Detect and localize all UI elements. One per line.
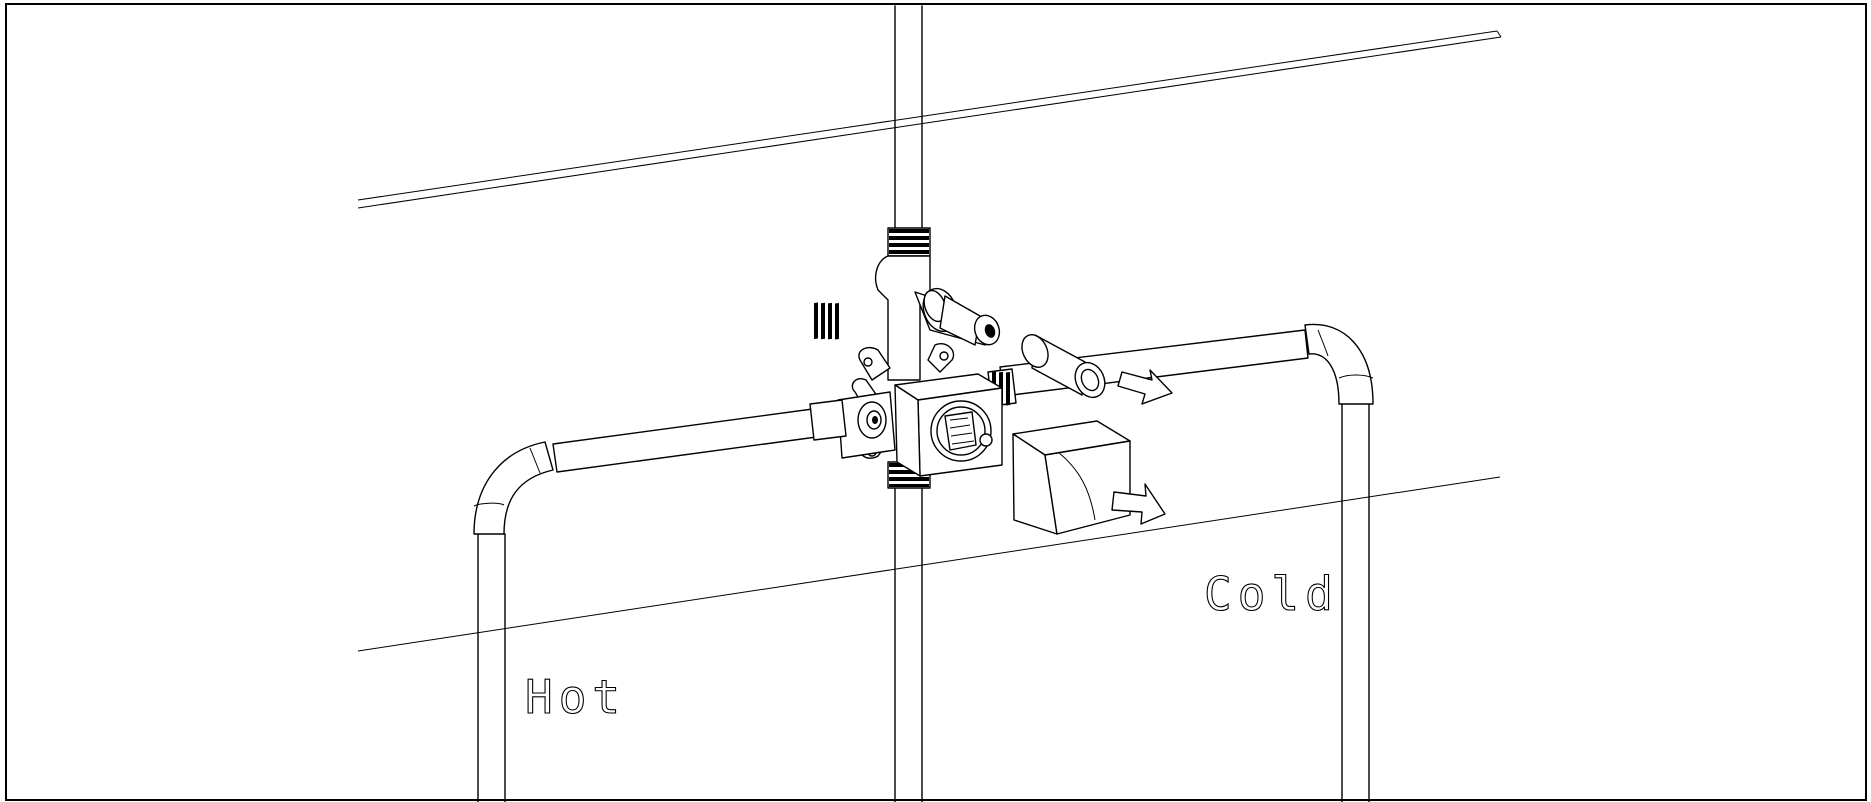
cold-supply-pipe xyxy=(999,323,1374,802)
valve-body xyxy=(809,227,1017,489)
upper-wall-edge xyxy=(357,30,1502,209)
hot-label: Hot xyxy=(525,670,626,724)
riser-pipe xyxy=(894,5,923,802)
upper-outlet-stub xyxy=(1021,334,1106,399)
left-thread xyxy=(809,302,847,441)
lower-wall-edge xyxy=(357,476,1501,652)
cold-label: Cold xyxy=(1204,567,1339,621)
outlet-arrow-icon xyxy=(1117,369,1173,405)
top-thread xyxy=(889,229,929,254)
hot-supply-pipe xyxy=(473,407,825,802)
diverter-stem xyxy=(914,287,1001,346)
outlet-arrow-icon xyxy=(1111,483,1166,525)
trim-cover-box xyxy=(1012,420,1131,535)
cartridge-block xyxy=(894,373,1003,477)
drawing-border xyxy=(5,3,1867,801)
